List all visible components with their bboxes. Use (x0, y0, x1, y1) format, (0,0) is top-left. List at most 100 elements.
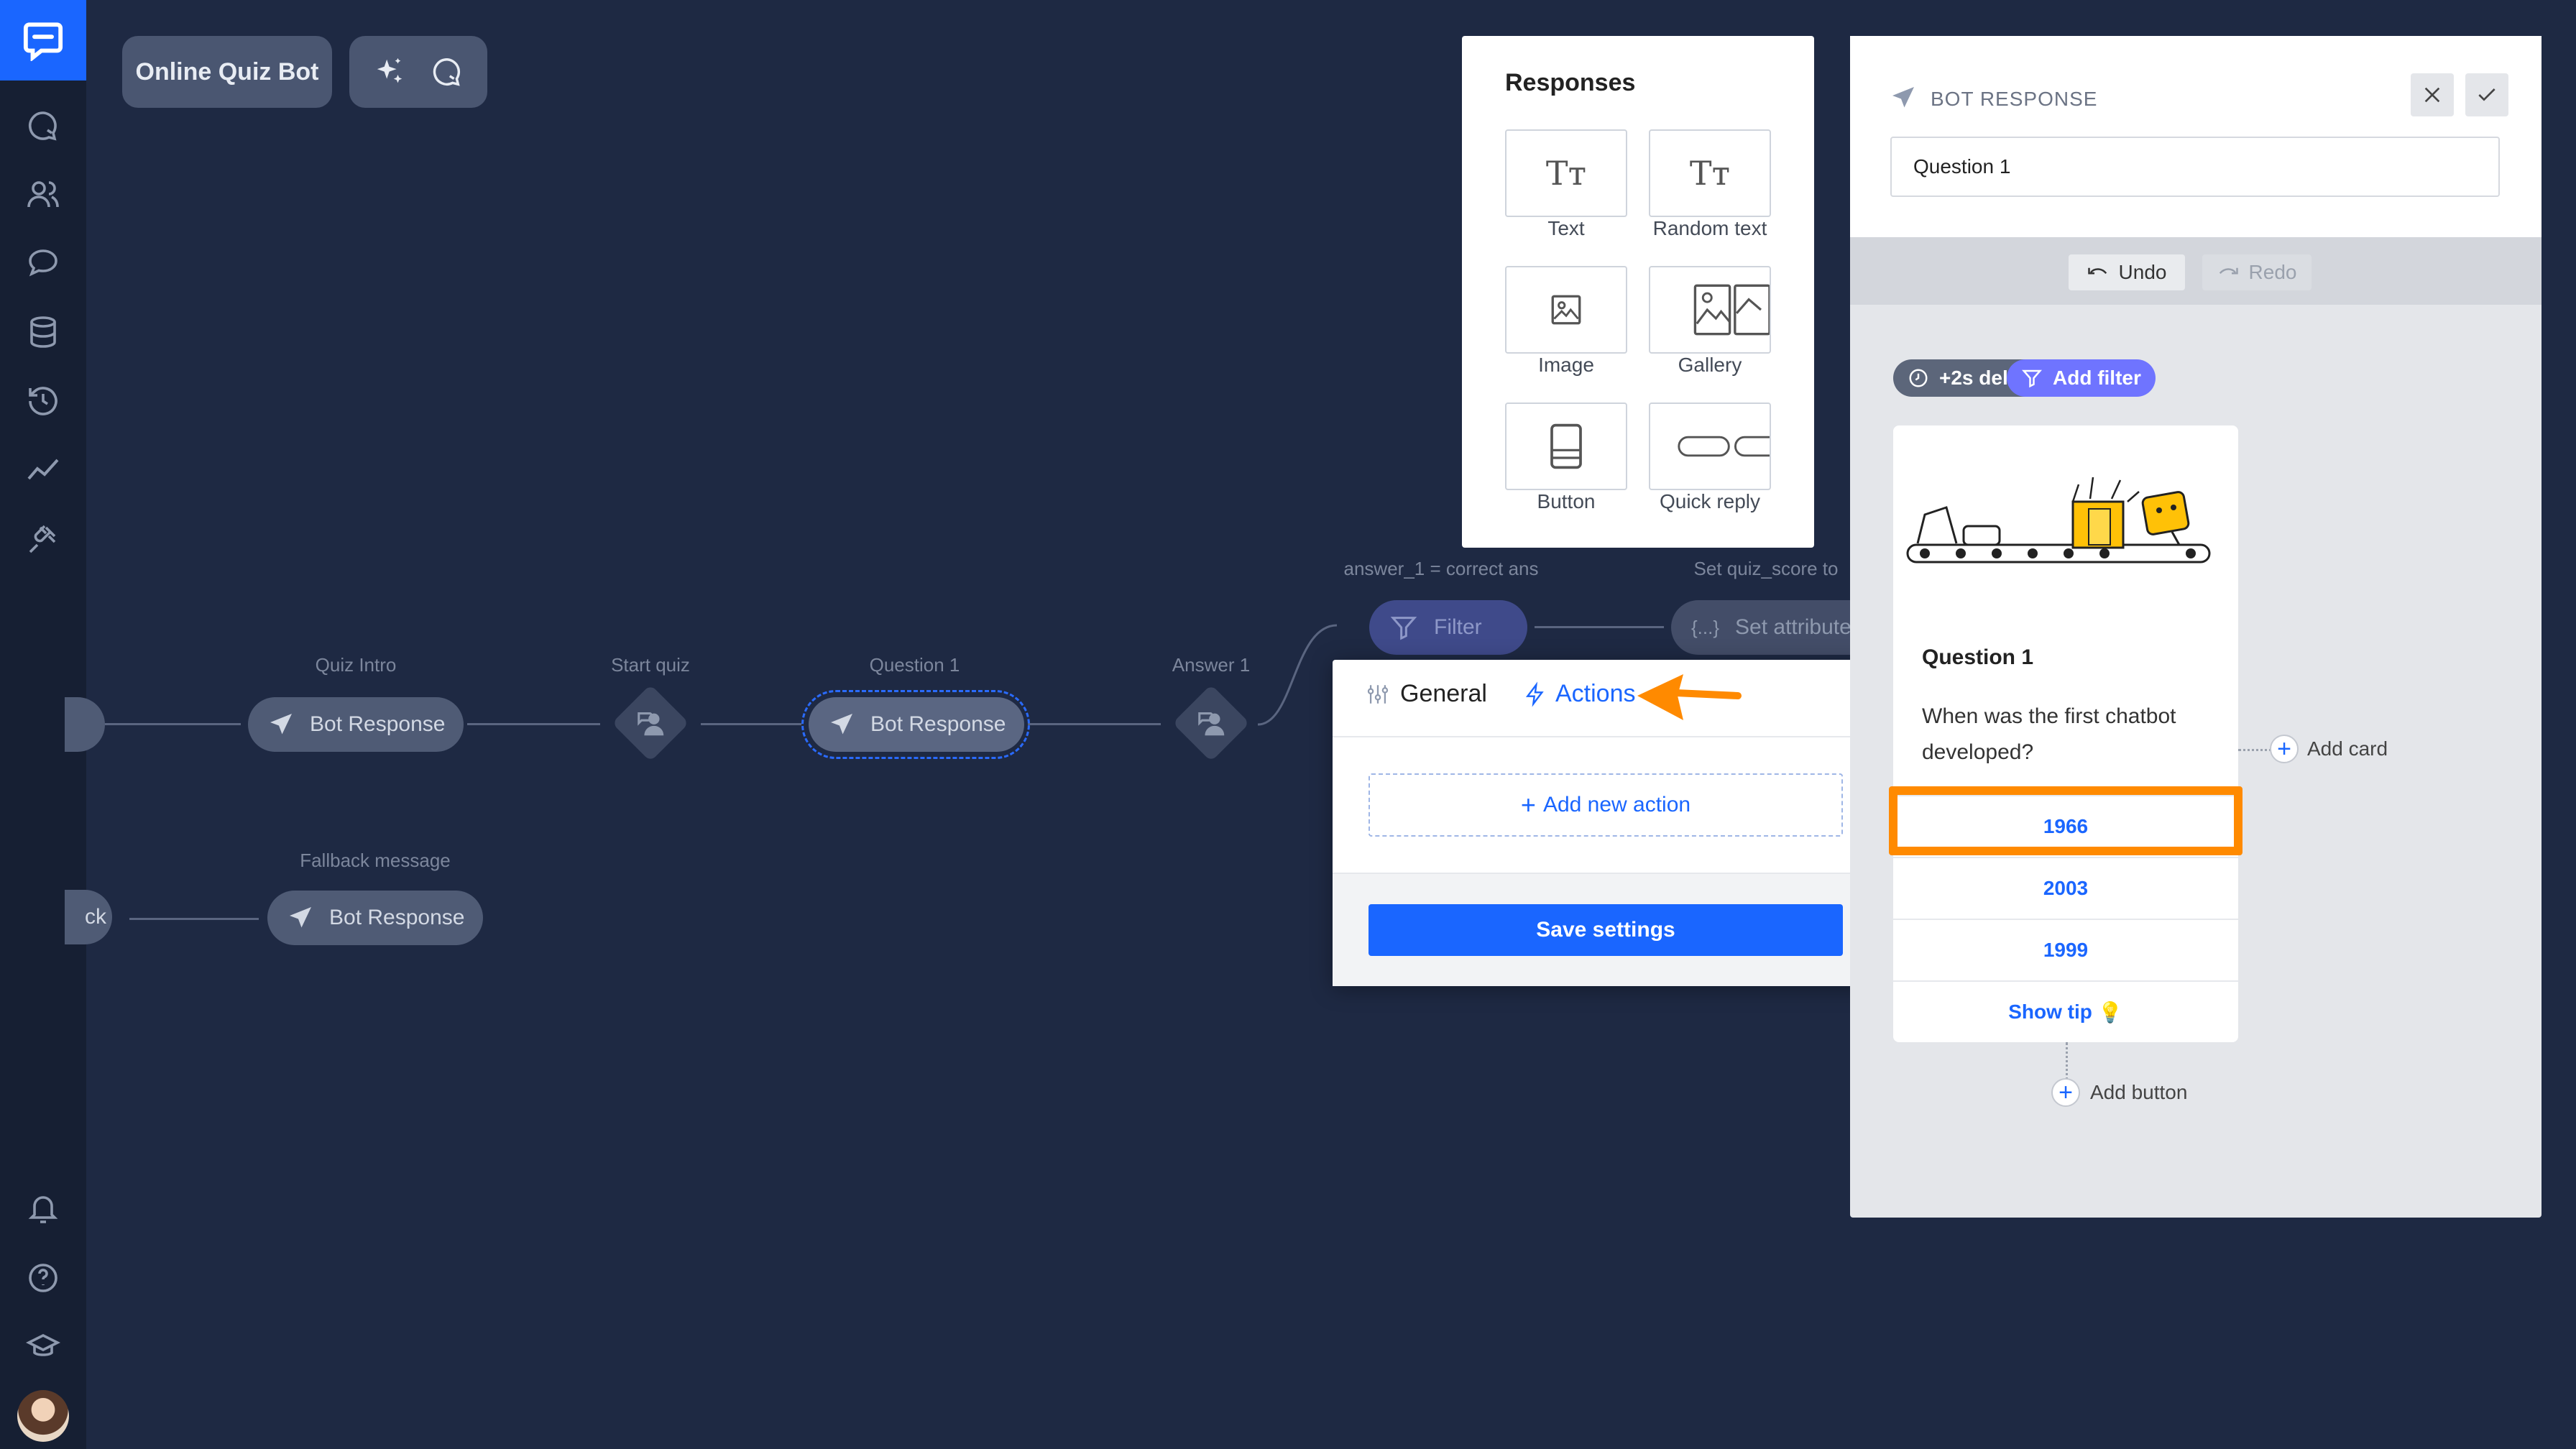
database-icon[interactable] (22, 310, 65, 354)
image-icon (1551, 295, 1581, 325)
add-filter-chip[interactable]: Add filter (2007, 359, 2156, 397)
stories-icon[interactable] (22, 241, 65, 284)
gallery-icon (1693, 284, 1770, 336)
card-button-2003[interactable]: 2003 (1893, 857, 2238, 919)
node-label-start-quiz: Start quiz (611, 654, 690, 676)
node-quiz-intro[interactable]: Bot Response (248, 697, 464, 752)
node-label-set-attr: Set quiz_score to (1693, 558, 1839, 579)
card-button-show-tip[interactable]: Show tip💡 (1893, 980, 2238, 1042)
analytics-icon[interactable] (22, 448, 65, 492)
tab-actions-label: Actions (1555, 680, 1636, 707)
dotted-connector (2066, 1042, 2068, 1085)
filter-icon (2021, 369, 2043, 388)
response-tile-button[interactable] (1505, 402, 1627, 490)
response-label-image: Image (1538, 354, 1594, 376)
sparkles-icon[interactable] (373, 55, 406, 88)
app-logo[interactable] (0, 0, 86, 80)
connector (1535, 626, 1664, 628)
card-button-1999[interactable]: 1999 (1893, 919, 2238, 980)
block-name-input[interactable]: Question 1 (1890, 137, 2500, 197)
redo-button[interactable]: Redo (2202, 254, 2312, 290)
tab-actions[interactable]: Actions (1524, 680, 1636, 708)
avatar[interactable] (17, 1390, 69, 1442)
random-text-icon: Tт (1689, 154, 1731, 193)
add-filter-label: Add filter (2053, 367, 2141, 389)
bell-icon[interactable] (22, 1187, 65, 1230)
conveyor-illustration-icon (1906, 477, 2211, 564)
clock-icon (1909, 369, 1928, 387)
text-icon: Tт (1545, 154, 1587, 193)
user-input-icon (1195, 707, 1228, 740)
response-tile-gallery[interactable] (1649, 266, 1771, 354)
add-new-action-button[interactable]: + Add new action (1368, 773, 1843, 837)
divider (1333, 736, 1879, 737)
branch-connector (1258, 624, 1338, 726)
tab-general[interactable]: General (1366, 680, 1487, 708)
card-button-1966[interactable]: 1966 (1893, 795, 2238, 857)
response-tile-random-text[interactable]: Tт (1649, 129, 1771, 217)
highlight-annotation (1889, 786, 2242, 855)
add-button-button[interactable]: + Add button (2051, 1078, 2187, 1107)
users-icon[interactable] (22, 172, 65, 216)
node-filter[interactable]: Filter (1369, 600, 1527, 655)
responses-panel: Responses Tт Text Tт Random text Image G… (1462, 36, 1814, 548)
node-label-fallback: Fallback message (300, 850, 451, 871)
bot-tools-group (349, 36, 487, 108)
node-set-attribute[interactable]: {...} Set attribute (1671, 600, 1850, 655)
bot-response-panel: BOT RESPONSE Question 1 Undo Redo +2s de… (1850, 36, 2542, 1218)
bot-panel-title: BOT RESPONSE (1931, 88, 2098, 110)
node-label-filter: answer_1 = correct ans (1343, 558, 1539, 579)
quick-reply-icon (1678, 436, 1770, 457)
user-input-icon (635, 707, 668, 740)
bot-name-button[interactable]: Online Quiz Bot (122, 36, 332, 108)
chats-icon[interactable] (22, 104, 65, 147)
plus-icon: + (2051, 1078, 2080, 1107)
lightning-icon (1525, 681, 1544, 707)
cut-node-label: ck (85, 905, 106, 929)
undo-button[interactable]: Undo (2069, 254, 2185, 290)
node-pill-label: Filter (1434, 615, 1482, 639)
connector (701, 723, 801, 725)
send-icon (270, 714, 292, 735)
help-icon[interactable] (22, 1256, 65, 1300)
response-tile-quick-reply[interactable] (1649, 402, 1771, 490)
node-fallback[interactable]: Bot Response (267, 891, 483, 945)
response-tile-image[interactable] (1505, 266, 1627, 354)
lightbulb-icon: 💡 (2097, 1000, 2123, 1024)
confirm-button[interactable] (2465, 73, 2508, 116)
card-button-label: 1999 (2043, 939, 2089, 961)
academy-icon[interactable] (22, 1325, 65, 1368)
braces-icon: {...} (1691, 616, 1720, 638)
node-pill-label: Bot Response (310, 712, 446, 736)
test-chat-icon[interactable] (431, 55, 464, 88)
card-button-label: Show tip (2008, 1000, 2092, 1023)
node-question-1[interactable]: Bot Response (809, 697, 1024, 752)
response-label-random-text: Random text (1652, 217, 1767, 239)
plus-icon: + (1520, 790, 1536, 819)
response-tile-text[interactable]: Tт (1505, 129, 1627, 217)
node-label-quiz-intro: Quiz Intro (315, 654, 397, 676)
response-label-gallery: Gallery (1678, 354, 1742, 376)
node-settings-popup: General Actions + Add new action Save se… (1333, 660, 1879, 986)
undo-redo-bar (1850, 237, 2542, 305)
node-pill-label: Set attribute (1735, 615, 1850, 639)
add-card-button[interactable]: + Add card (2270, 735, 2388, 763)
card-button-label: 2003 (2043, 877, 2089, 899)
save-settings-button[interactable]: Save settings (1368, 904, 1843, 956)
redo-label: Redo (2248, 261, 2297, 283)
cut-node-fallback[interactable]: ck (65, 890, 112, 944)
response-label-text: Text (1547, 217, 1585, 239)
close-icon (2424, 87, 2440, 103)
add-new-action-label: Add new action (1542, 793, 1691, 816)
card-button-label: 1966 (2043, 815, 2089, 837)
cut-node[interactable] (65, 697, 105, 752)
history-icon[interactable] (22, 380, 65, 423)
save-settings-label: Save settings (1536, 918, 1675, 942)
block-name-value: Question 1 (1913, 155, 2011, 178)
integrations-icon[interactable] (22, 518, 65, 561)
close-button[interactable] (2411, 73, 2454, 116)
undo-label: Undo (2118, 261, 2167, 283)
connector (467, 723, 600, 725)
selected-node-outline (801, 690, 1030, 759)
question-card: Question 1 When was the first chatbot de… (1893, 426, 2238, 1042)
